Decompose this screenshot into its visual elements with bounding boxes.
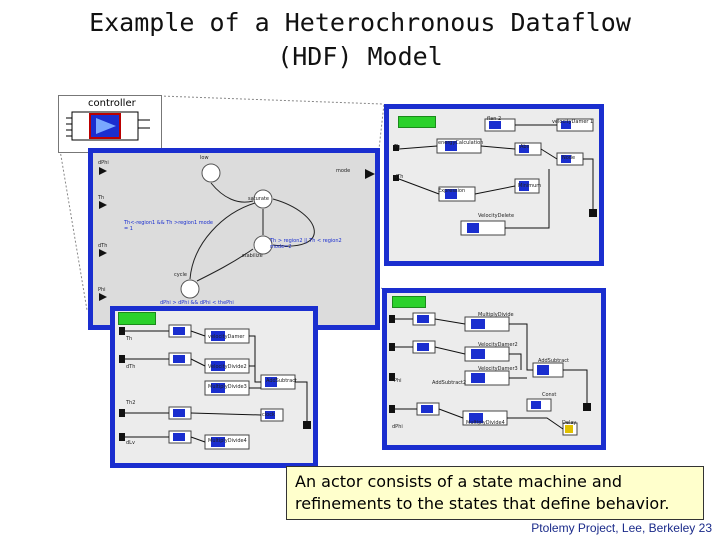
bottom-block-4: AddSubtract [266, 378, 297, 384]
top-block-6: Minimum [518, 183, 542, 189]
fsm-diagram [99, 163, 375, 301]
bottom-block-2: VelocityDivide2 [208, 364, 247, 370]
bottom-port-th2: Th2 [126, 400, 136, 406]
bottom-block-1: velocityDamer [208, 334, 245, 340]
bottom-block-3: MultiplyDivide3 [208, 384, 247, 390]
fsm-port-dth: dTh [98, 243, 108, 249]
fsm-port-th: Th [98, 195, 105, 201]
fsm-panel[interactable] [88, 148, 380, 330]
top-block-4: Node [562, 155, 576, 161]
bottom-port-th: Th [126, 336, 133, 342]
top-block-1: flan 2 [487, 116, 502, 122]
top-block-3: Abs [520, 144, 530, 150]
controller-label: controller [88, 98, 136, 109]
refinement-bottom-diagram [119, 324, 311, 450]
mid-port-dphi: dPhi [392, 424, 403, 430]
fsm-transition-3: dPhi > dPhi && dPhi < thePhi [160, 300, 234, 306]
mid-block-6: Const [542, 392, 557, 398]
refinement-mid-diagram [389, 312, 591, 436]
caption-box: An actor consists of a state machine and… [286, 466, 704, 520]
bottom-port-dth: dTh [126, 364, 136, 370]
refinement-mid-director [392, 296, 426, 308]
fsm-port-mode: mode [336, 168, 351, 174]
top-block-2: energyCalculation [438, 140, 484, 146]
refinement-top-director [398, 116, 436, 128]
fsm-state-saturate: saturate [248, 196, 269, 202]
top-port-th: Th [394, 144, 401, 150]
fsm-port-phi: Phi [98, 287, 106, 293]
mid-port-phi: Phi [394, 378, 402, 384]
bottom-block-6: MultiplyDivide4 [208, 438, 247, 444]
fsm-state-low: low [200, 155, 209, 161]
top-block-5: Expression [438, 188, 466, 194]
mid-block-2: VelocityDamer2 [478, 342, 518, 348]
bottom-block-5: clock [262, 412, 275, 418]
fsm-transition-2: Th > region2 || Th < region2 mode=2 [270, 238, 342, 250]
top-block-8: velocityDamer 1 [552, 119, 594, 125]
fsm-state-stabilize: stabilize [242, 253, 263, 259]
mid-block-8: Delay [562, 420, 577, 426]
controller-actor-icon [66, 111, 150, 141]
mid-block-3: VelocityDamer3 [478, 366, 518, 372]
slide-title-line1: Example of a Heterochronous Dataflow [89, 8, 631, 37]
fsm-transition-1: Th<-region1 && Th >region1 mode = 1 [124, 220, 213, 232]
fsm-state-cycle: cycle [174, 272, 187, 278]
top-port-dth: dTh [394, 174, 404, 180]
bottom-port-dlv: dLv [126, 440, 135, 446]
mid-block-1: MultiplyDivide [478, 312, 514, 318]
mid-block-4: AddSubtract [538, 358, 569, 364]
mid-block-5: AddSubtract2 [432, 380, 467, 386]
mid-block-7: MultiplyDivide4 [466, 420, 505, 426]
slide-title-line2: (HDF) Model [277, 42, 443, 71]
top-block-7: VelocityDelete [478, 213, 515, 219]
refinement-top-diagram [393, 118, 597, 236]
refinement-bottom-director [118, 312, 156, 325]
footer-credit: Ptolemy Project, Lee, Berkeley 23 [531, 521, 712, 535]
fsm-port-dphi: dPhi [98, 160, 109, 166]
